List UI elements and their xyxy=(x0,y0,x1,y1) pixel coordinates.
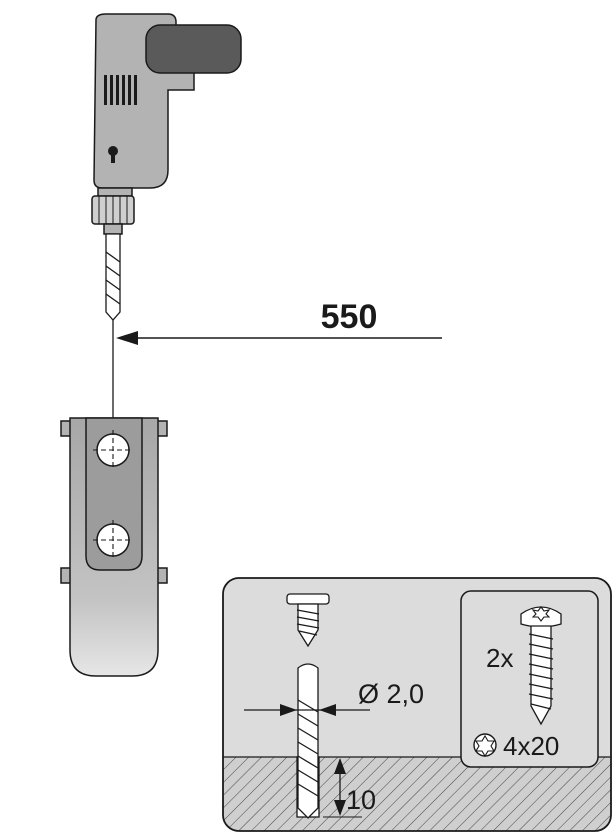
diameter-dimension: Ø 2,0 xyxy=(244,679,424,716)
screw-info-box: 2x 4x20 xyxy=(460,590,599,768)
depth-label: 10 xyxy=(346,785,376,815)
diameter-label: Ø 2,0 xyxy=(358,679,424,709)
screw-size: 4x20 xyxy=(503,731,559,761)
distance-dimension: 550 xyxy=(116,298,442,345)
screw-icon xyxy=(520,606,562,726)
distance-label: 550 xyxy=(321,298,378,336)
torx-drive-icon xyxy=(473,733,497,758)
detail-panel: Ø 2,0 10 2x xyxy=(222,577,612,832)
power-drill-icon xyxy=(91,13,242,235)
wall-section xyxy=(223,757,611,831)
drill-bit-icon xyxy=(105,233,121,321)
drill-bit-icon xyxy=(297,663,319,819)
depth-dimension: 10 xyxy=(323,756,376,818)
screw-quantity: 2x xyxy=(486,643,513,673)
screw-icon xyxy=(286,593,330,648)
mounting-bracket-icon xyxy=(60,417,168,677)
